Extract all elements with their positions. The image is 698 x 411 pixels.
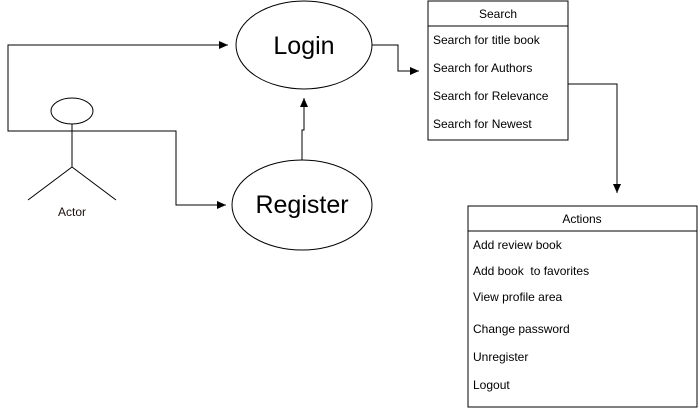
- actor-label: Actor: [58, 205, 86, 219]
- action-item-logout: Logout: [473, 378, 510, 392]
- actor-to-register-connector: [118, 130, 226, 209]
- actions-box: Actions Add review book Add book to favo…: [467, 205, 698, 408]
- search-box-title: Search: [479, 7, 517, 21]
- login-label: Login: [273, 32, 334, 60]
- actor-left-leg: [27, 166, 73, 201]
- search-box: Search Search for title book Search for …: [427, 0, 569, 141]
- actor-right-leg: [71, 166, 117, 201]
- login-to-search-connector: [372, 44, 419, 75]
- search-item-title-book: Search for title book: [433, 33, 541, 47]
- actions-box-frame: [467, 205, 698, 408]
- actions-box-title: Actions: [562, 212, 601, 226]
- search-item-relevance: Search for Relevance: [433, 89, 549, 103]
- search-item-newest: Search for Newest: [433, 117, 532, 131]
- actor-figure: [27, 97, 118, 201]
- search-box-frame: [427, 0, 569, 141]
- action-item-add-favorites: Add book to favorites: [473, 264, 589, 278]
- actor-head: [50, 97, 94, 125]
- action-item-view-profile: View profile area: [473, 290, 562, 304]
- actor-to-login-connector: [7, 41, 228, 132]
- register-label: Register: [255, 191, 348, 219]
- register-to-login-connector: [300, 98, 308, 160]
- action-item-add-review: Add review book: [473, 238, 563, 252]
- search-item-authors: Search for Authors: [433, 61, 532, 75]
- action-item-unregister: Unregister: [473, 350, 528, 364]
- action-item-change-password: Change password: [473, 322, 570, 336]
- search-to-actions-connector: [568, 83, 621, 193]
